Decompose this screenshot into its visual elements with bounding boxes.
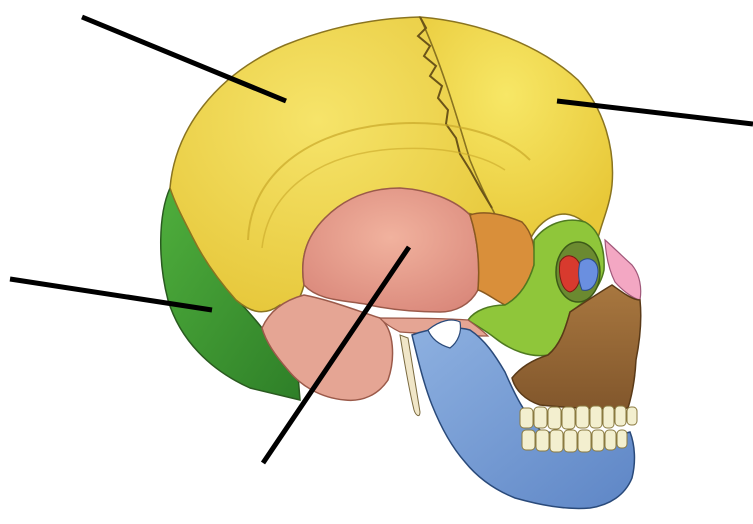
- upper-teeth: [520, 406, 637, 429]
- lower-teeth: [522, 430, 627, 452]
- leader-line-parietal: [82, 17, 286, 101]
